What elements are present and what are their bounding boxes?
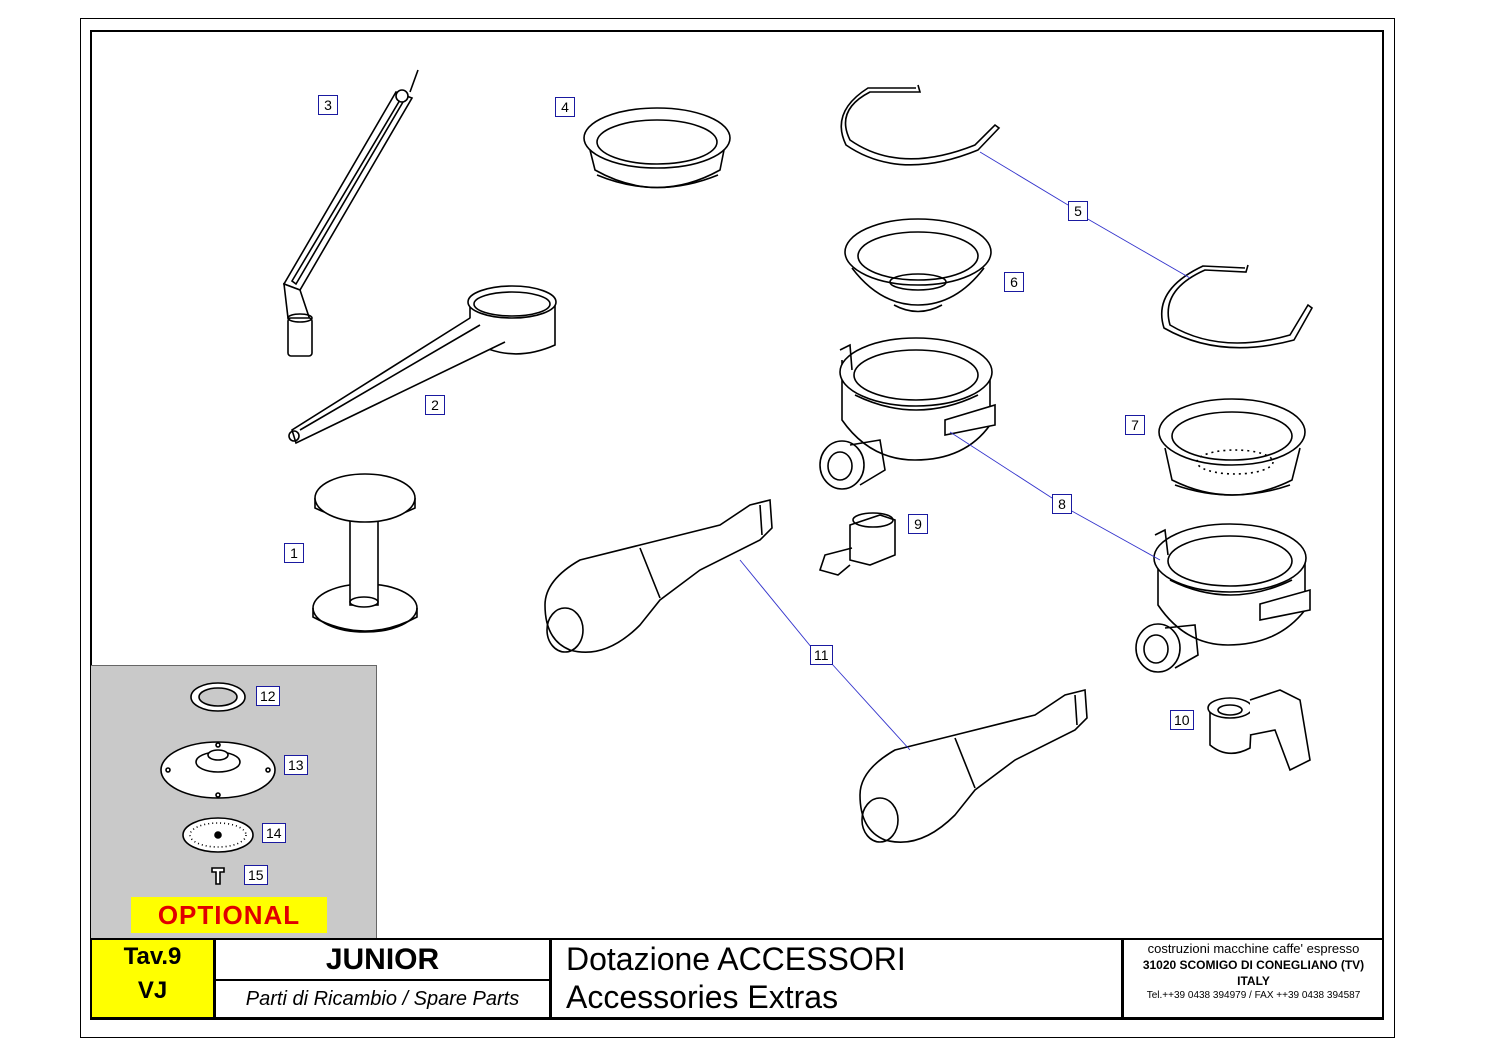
parts-label-cell: Parti di Ricambio / Spare Parts (215, 980, 551, 1018)
part-filter-ring (583, 107, 731, 189)
company-address: 31020 SCOMIGO DI CONEGLIANO (TV) (1142, 958, 1365, 972)
part-double-spout (1207, 689, 1311, 772)
callout-1: 1 (284, 543, 304, 563)
leader-lines (739, 151, 1191, 751)
description-english: Accessories Extras (566, 979, 839, 1015)
callout-6: 6 (1004, 272, 1024, 292)
part-filter-holder-upper (819, 337, 996, 490)
variant-code: VJ (137, 977, 168, 1004)
part-filter-spring (840, 84, 1314, 349)
part-handle-lower (859, 688, 1088, 843)
part-measuring-spoon (288, 285, 557, 445)
description-italian: Dotazione ACCESSORI (566, 941, 906, 977)
part-shower-plate (160, 741, 276, 799)
callout-4: 4 (555, 97, 575, 117)
callout-15: 15 (244, 865, 268, 885)
table-code-cell: Tav.9 VJ (91, 939, 215, 1018)
optional-label: OPTIONAL (131, 897, 327, 933)
optional-parts-panel (91, 665, 377, 938)
callout-2: 2 (425, 395, 445, 415)
callout-11: 11 (810, 645, 833, 665)
callout-5: 5 (1068, 201, 1088, 221)
model-cell: JUNIOR (215, 939, 551, 980)
sheet-outer-border (80, 18, 1395, 1038)
description-cell: Dotazione ACCESSORI Accessories Extras (551, 939, 1123, 1018)
callout-9: 9 (908, 514, 928, 534)
part-gasket-ring (190, 682, 246, 712)
callout-8: 8 (1052, 494, 1072, 514)
sheet-inner-border (90, 30, 1384, 1020)
callout-13: 13 (284, 755, 308, 775)
parts-label: Parti di Ricambio / Spare Parts (245, 988, 520, 1010)
callout-12: 12 (256, 686, 280, 706)
table-code: Tav.9 (123, 943, 182, 970)
callout-7: 7 (1125, 415, 1145, 435)
callout-10: 10 (1170, 710, 1194, 730)
model-name: JUNIOR (325, 943, 440, 976)
part-screw (211, 867, 225, 885)
part-handle-upper (544, 498, 773, 653)
part-tamper (312, 473, 418, 633)
part-double-filter (1158, 398, 1306, 496)
part-steam-wand (282, 69, 419, 357)
part-shower-screen (182, 817, 254, 853)
callout-14: 14 (262, 823, 286, 843)
callout-3: 3 (318, 95, 338, 115)
part-single-spout (818, 512, 896, 576)
company-country: ITALY (1237, 974, 1270, 988)
company-cell: costruzioni macchine caffe' espresso 310… (1123, 939, 1384, 1018)
part-single-filter (844, 218, 992, 313)
company-contact: Tel.++39 0438 394979 / FAX ++39 0438 394… (1146, 990, 1361, 1001)
part-filter-holder-lower (1135, 523, 1311, 673)
company-tagline: costruzioni macchine caffe' espresso (1147, 941, 1360, 956)
